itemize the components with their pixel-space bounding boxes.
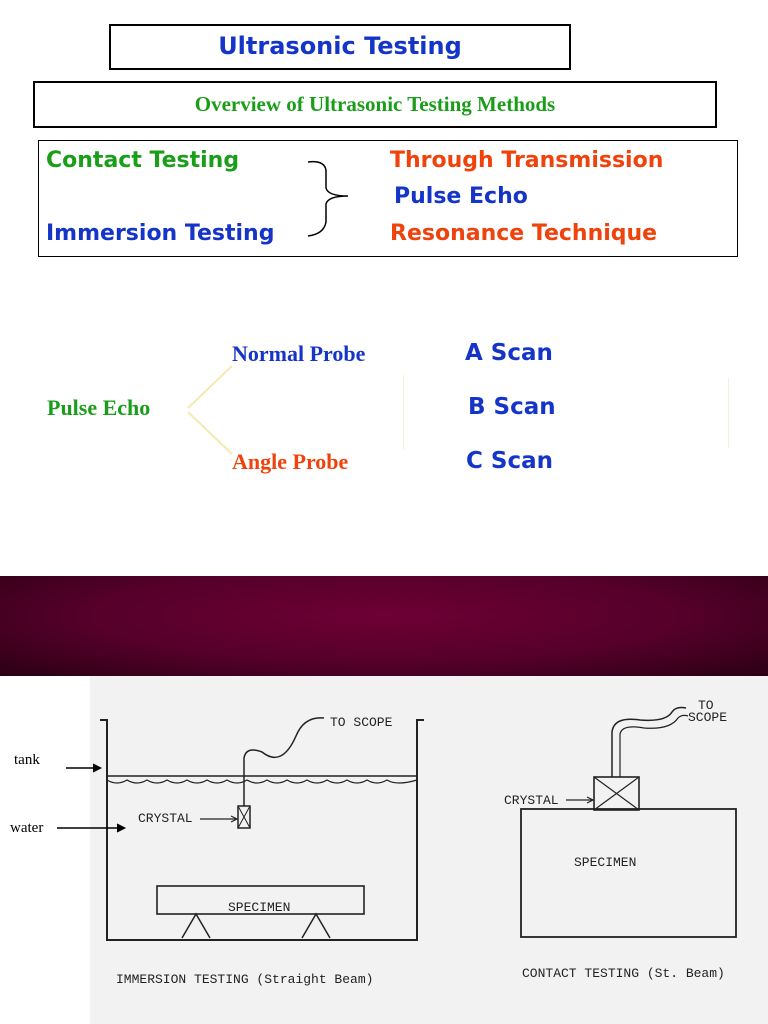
normal-probe-label: Normal Probe: [232, 341, 366, 366]
immersion-caption: IMMERSION TESTING (Straight Beam): [116, 972, 374, 987]
angle-probe-label: Angle Probe: [232, 449, 349, 474]
water-label: water: [10, 820, 44, 836]
to-label: TO: [698, 698, 714, 713]
contact-caption: CONTACT TESTING (St. Beam): [522, 966, 725, 981]
brace-icon: [307, 160, 349, 237]
crystal-label: CRYSTAL: [138, 811, 193, 826]
methods-box: [38, 140, 738, 257]
faint-divider: [403, 375, 404, 450]
c-scan-label: C Scan: [466, 448, 553, 474]
testing-diagram: [57, 706, 737, 941]
faint-divider: [728, 378, 729, 448]
pulse-echo-label: Pulse Echo: [47, 395, 151, 420]
specimen-label: SPECIMEN: [228, 900, 291, 915]
tank-label: tank: [14, 752, 40, 768]
overview-heading: Overview of Ultrasonic Testing Methods: [194, 92, 556, 116]
b-scan-label: B Scan: [468, 394, 556, 420]
through-transmission-label: Through Transmission: [390, 148, 664, 173]
title-box: [109, 24, 571, 70]
banner-band: [0, 576, 768, 676]
to-scope-label: TO SCOPE: [330, 715, 393, 730]
overview-box: [33, 81, 717, 128]
probe-connector-lines: [187, 365, 233, 455]
contact-specimen-label: SPECIMEN: [574, 855, 637, 870]
a-scan-label: A Scan: [465, 340, 553, 366]
contact-crystal-label: CRYSTAL: [504, 793, 559, 808]
scope-label: SCOPE: [688, 710, 728, 725]
contact-testing-label: Contact Testing: [46, 148, 240, 173]
immersion-testing-label: Immersion Testing: [46, 221, 275, 246]
diagram-panel: [90, 676, 768, 1024]
page-title: Ultrasonic Testing: [218, 32, 462, 60]
resonance-technique-label: Resonance Technique: [390, 221, 658, 246]
pulse-echo-method-label: Pulse Echo: [394, 184, 528, 209]
